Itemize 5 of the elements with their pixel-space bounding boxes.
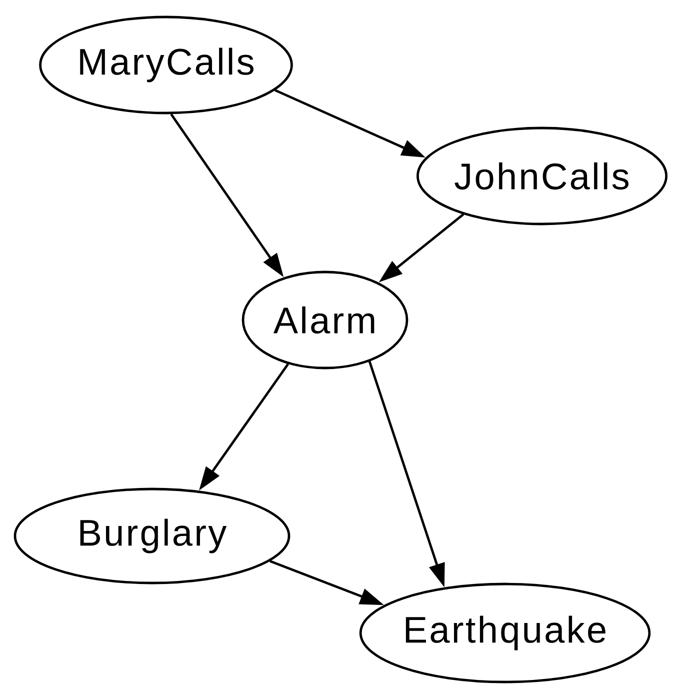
ellipse-node: MaryCalls bbox=[39, 16, 293, 114]
ellipse-node: JohnCalls bbox=[416, 126, 668, 226]
ellipse-node: Alarm bbox=[242, 270, 408, 370]
ellipse-node: Earthquake bbox=[359, 582, 651, 684]
ellipse-node: Burglary bbox=[14, 488, 290, 584]
